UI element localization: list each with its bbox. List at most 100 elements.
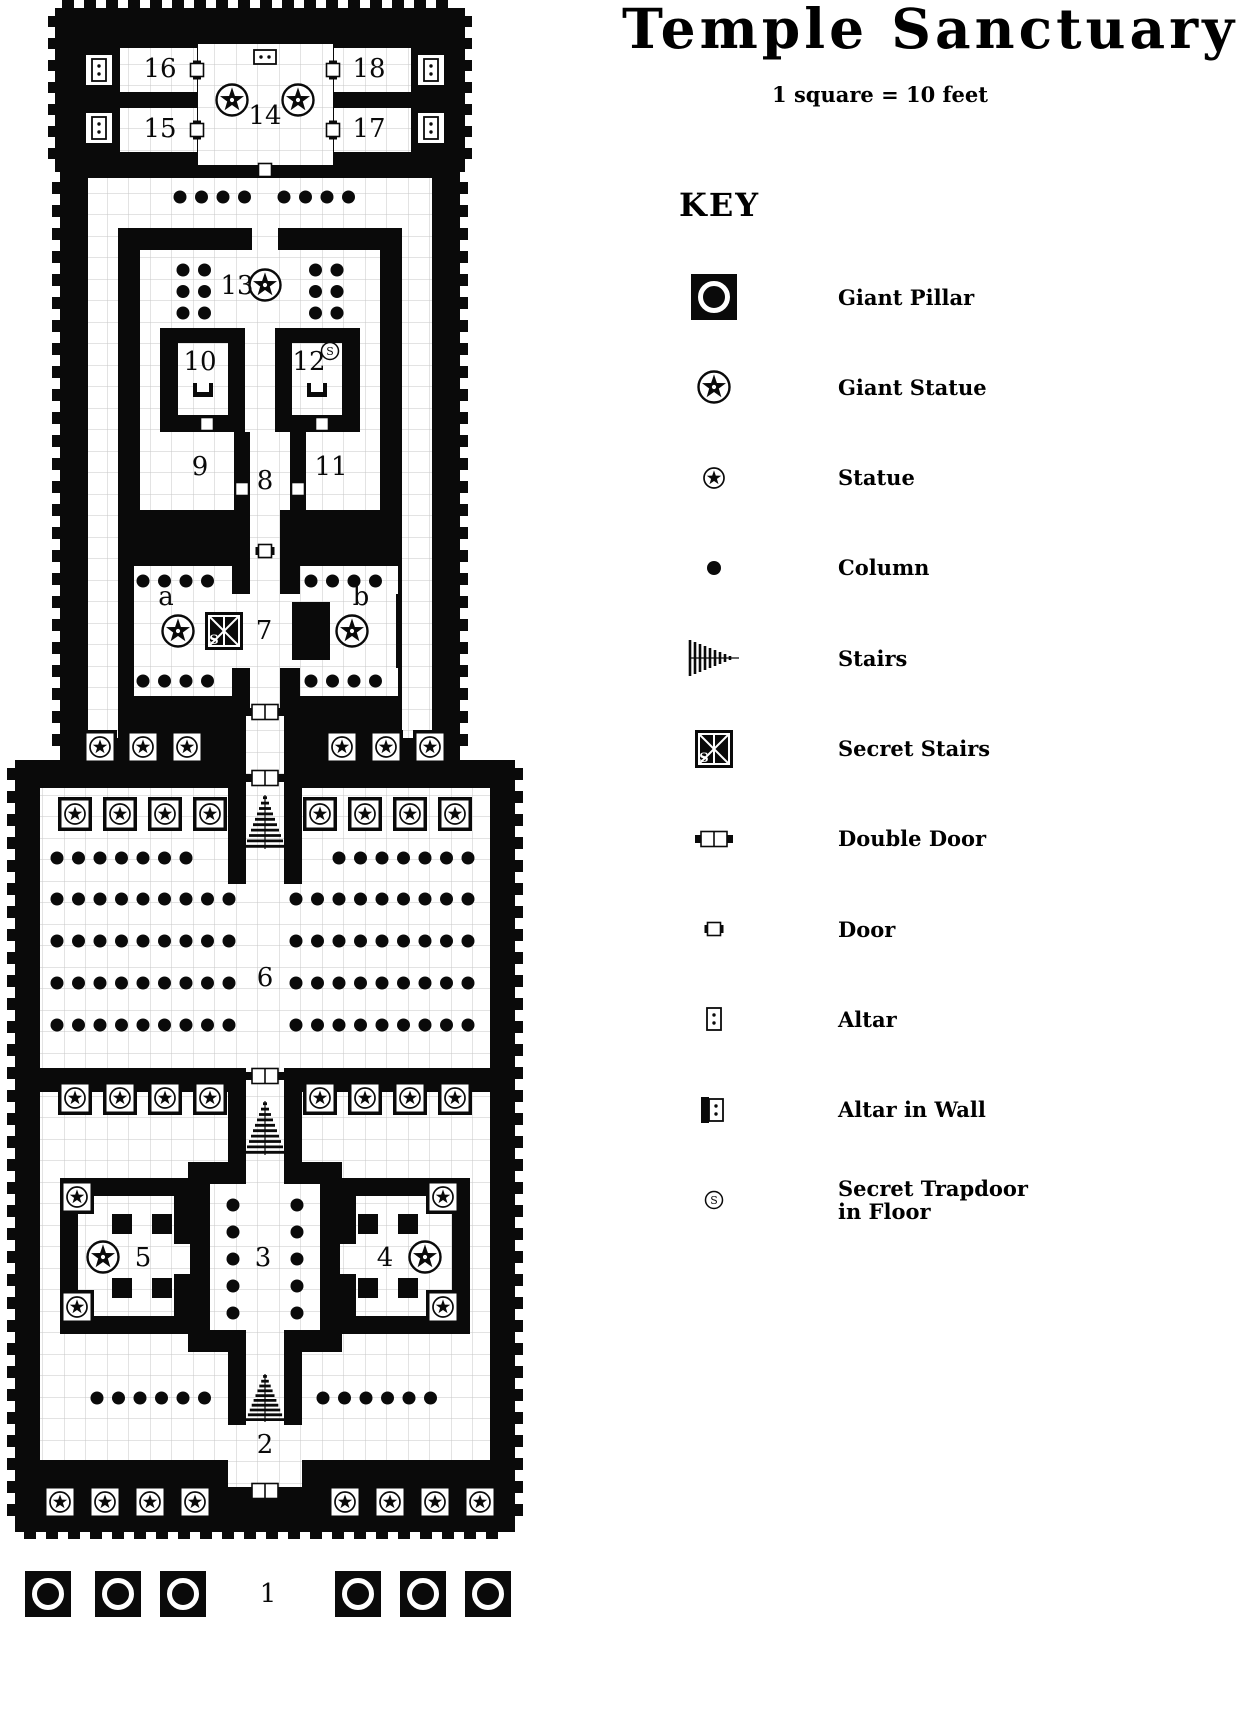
statue — [328, 1485, 362, 1519]
map-floors-upper — [86, 44, 444, 738]
column — [201, 976, 214, 990]
statue — [303, 797, 337, 831]
key-item-label: Altar in Wall — [838, 1097, 986, 1123]
column — [179, 934, 193, 948]
svg-text:S: S — [710, 1194, 718, 1207]
column — [332, 892, 346, 906]
statue — [126, 730, 160, 764]
column — [369, 674, 382, 688]
giant-statue-icon — [682, 355, 746, 419]
key-item-door: Door — [682, 897, 1222, 961]
column — [332, 1018, 346, 1032]
statue — [170, 730, 204, 764]
column — [290, 1306, 304, 1320]
map-crenellation — [7, 0, 523, 1539]
column — [72, 892, 85, 906]
key-item-label: Giant Statue — [838, 374, 987, 400]
stairs-icon — [682, 626, 746, 690]
column — [402, 1391, 416, 1405]
column — [424, 1391, 437, 1405]
column — [289, 1018, 303, 1032]
column — [311, 976, 324, 990]
column — [93, 892, 107, 906]
secret-trapdoor: S — [320, 341, 340, 361]
double-door-icon — [682, 807, 746, 871]
column — [461, 976, 475, 990]
key-item-label: Statue — [838, 465, 915, 491]
column — [320, 190, 334, 204]
column — [155, 1391, 168, 1405]
column — [238, 190, 251, 204]
room-15-floor — [120, 108, 197, 152]
column — [179, 1018, 193, 1032]
column — [342, 190, 355, 204]
column — [115, 851, 128, 865]
column — [290, 1252, 304, 1266]
room-label-6: 6 — [257, 963, 274, 993]
column — [289, 976, 303, 990]
north-corridor-floor — [88, 178, 432, 228]
room-label-a: a — [158, 582, 174, 612]
statue — [369, 730, 403, 764]
statue — [303, 1081, 337, 1115]
door — [312, 416, 332, 432]
column — [179, 674, 193, 688]
room-label-10: 10 — [183, 347, 216, 377]
column — [136, 976, 150, 990]
west-corridor-floor — [88, 178, 118, 738]
statue — [88, 1485, 122, 1519]
room-label-2: 2 — [257, 1430, 274, 1460]
stairs — [246, 1374, 284, 1422]
column — [72, 976, 85, 990]
column — [418, 1018, 432, 1032]
column — [136, 574, 150, 588]
column — [201, 1018, 214, 1032]
column — [201, 892, 214, 906]
column — [461, 1018, 475, 1032]
giant-pillar — [160, 1571, 206, 1617]
statue — [426, 1290, 460, 1324]
column — [136, 674, 150, 688]
room-16-floor — [120, 48, 197, 92]
column — [93, 934, 107, 948]
door — [189, 120, 205, 140]
column — [222, 1018, 236, 1032]
key-item-label: Door — [838, 916, 896, 942]
giant-pillar — [25, 1571, 71, 1617]
column — [72, 934, 85, 948]
column — [354, 892, 367, 906]
column — [136, 892, 150, 906]
room-label-14: 14 — [248, 101, 281, 131]
room-2-floor — [228, 1425, 302, 1487]
statue — [438, 1081, 472, 1115]
key-item-label: Double Door — [838, 826, 987, 852]
column — [440, 976, 453, 990]
giant-statue — [335, 614, 369, 648]
statue — [103, 797, 137, 831]
column — [397, 851, 410, 865]
key-item-altar-in-wall: Altar in Wall — [682, 1078, 1222, 1142]
column — [158, 674, 171, 688]
giant-pillar — [95, 1571, 141, 1617]
key-item-label: Secret Trapdoor in Floor — [838, 1176, 1028, 1224]
column — [50, 1018, 64, 1032]
column — [330, 306, 344, 320]
column — [179, 976, 193, 990]
column — [461, 934, 475, 948]
column — [397, 976, 410, 990]
double-door — [246, 703, 284, 721]
stairs — [245, 795, 285, 849]
column — [90, 1391, 104, 1405]
column — [50, 934, 64, 948]
door — [255, 162, 275, 178]
column — [354, 1018, 367, 1032]
column — [201, 574, 214, 588]
column — [198, 306, 211, 320]
column — [311, 892, 324, 906]
column — [304, 574, 318, 588]
statue — [413, 730, 447, 764]
map-symbols: SS — [25, 49, 511, 1617]
altar — [253, 49, 277, 65]
statue — [60, 1290, 94, 1324]
column — [115, 934, 128, 948]
